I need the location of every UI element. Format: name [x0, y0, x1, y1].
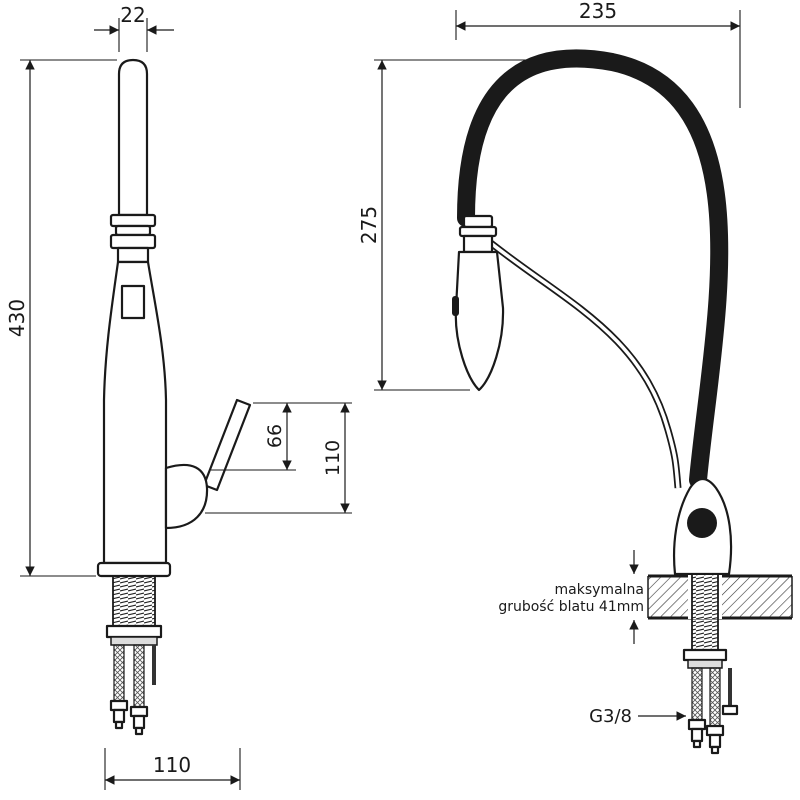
counter-note-line-2: grubość blatu 41mm [498, 599, 644, 615]
right-view: 235 275 maksymalna grubość blatu 41mm G3… [357, 0, 793, 755]
dim-label-spout-width: 22 [120, 3, 145, 27]
mounting-washer [110, 636, 158, 646]
right-mounting-stud [728, 668, 732, 708]
spout-neck [116, 246, 150, 264]
dimension-spout-width: 22 [94, 3, 174, 52]
counter-note-line-1: maksymalna [555, 582, 644, 598]
dimension-height-to-spray: 275 [357, 59, 545, 391]
right-mounting-bracket [682, 648, 728, 662]
dimension-base-depth: 110 [104, 748, 241, 790]
spout-collar-ring-1 [109, 213, 157, 228]
right-supply-hose-2 [709, 667, 721, 727]
body-cap-detail [687, 508, 717, 538]
hose-1-nut [109, 699, 129, 712]
spout-collar-ring-2 [114, 224, 152, 237]
dimension-reach: 235 [455, 0, 741, 108]
dim-label-reach: 235 [579, 0, 617, 23]
right-threaded-shank [691, 573, 719, 651]
right-hose-1-tip [692, 739, 702, 749]
thread-size-callout: G3/8 [589, 706, 686, 727]
threaded-shank [112, 575, 156, 627]
base-flange [96, 561, 172, 578]
countertop-hatch-left [648, 576, 688, 618]
gooseneck-curve [457, 49, 729, 489]
dimension-handle-offset: 110 [205, 403, 352, 514]
dim-label-height-to-spray: 275 [357, 206, 381, 244]
supply-hose-1 [113, 644, 125, 704]
dimension-total-height: 430 [5, 59, 117, 577]
spout-tube [117, 58, 149, 217]
handle-lever [202, 398, 252, 492]
thread-size-label: G3/8 [589, 706, 632, 727]
dim-label-handle-height: 66 [264, 424, 286, 448]
hose-2-nut [129, 705, 149, 718]
dim-label-total-height: 430 [5, 299, 29, 337]
countertop-hatch-right [722, 576, 792, 618]
right-hose-2-tip [710, 745, 720, 755]
spray-head-ring-1 [462, 214, 494, 229]
mounting-bracket [105, 624, 163, 639]
right-hose-2-connector [708, 733, 722, 749]
hose-2-connector [132, 714, 146, 730]
pullout-hose-inner [480, 234, 680, 489]
pullout-hose-outer [479, 233, 682, 489]
supply-hose-2 [133, 644, 145, 710]
spray-head-ring-2 [458, 225, 498, 238]
spray-head-button [452, 296, 459, 316]
right-mounting-washer [687, 659, 723, 669]
dim-label-handle-offset: 110 [322, 440, 344, 476]
right-stud-nut [721, 704, 739, 716]
counter-thickness-note: maksymalna grubość blatu 41mm [498, 550, 644, 644]
spout-collar-ring-3 [109, 233, 157, 250]
dim-label-base-depth: 110 [153, 753, 191, 777]
mounting-stud [152, 645, 156, 685]
right-hose-1-nut [687, 718, 707, 731]
hose-1-tip [114, 720, 124, 730]
hose-1-connector [112, 708, 126, 724]
hose-2-tip [134, 726, 144, 736]
right-supply-hose-1 [691, 667, 703, 721]
left-view: 22 430 66 110 110 [5, 3, 352, 790]
dimension-handle-height: 66 [211, 402, 352, 471]
right-hose-1-connector [690, 727, 704, 743]
spray-head-ring-3 [462, 234, 494, 254]
right-hose-2-nut [705, 724, 725, 737]
spray-head-body [454, 250, 505, 392]
handle-pivot-housing [164, 463, 209, 530]
body-display-panel [120, 284, 146, 320]
